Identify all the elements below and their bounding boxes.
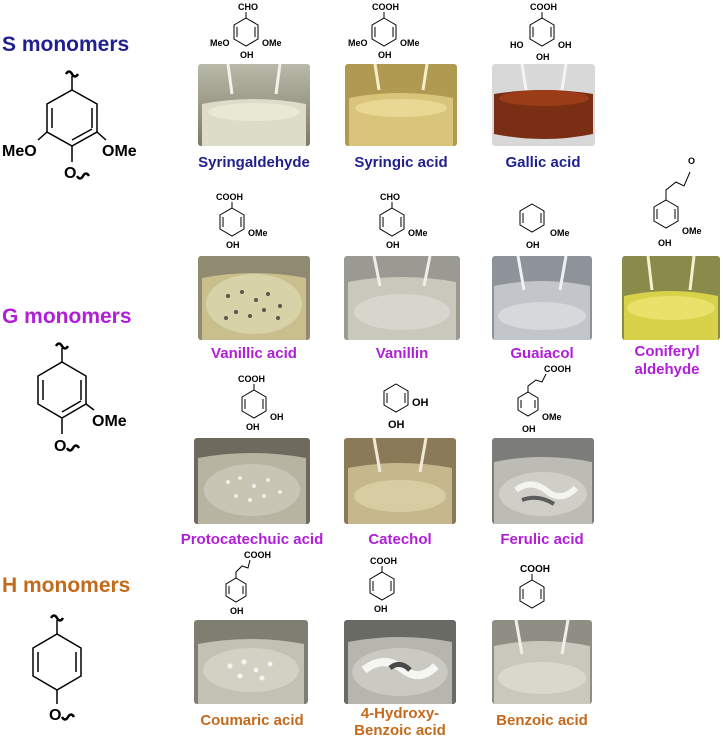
vanillin-caption: Vanillin [375, 345, 429, 362]
s-monomer-structure: MeO OMe O [0, 60, 150, 190]
svg-text:OMe: OMe [248, 228, 268, 238]
svg-text:COOH: COOH [520, 564, 550, 575]
coniferyl-aldehyde-structure: O OMe OH [648, 150, 723, 250]
benzoic-acid-structure: COOH [514, 562, 594, 618]
vanillic-acid-flask-photo [198, 256, 310, 340]
svg-text:COOH: COOH [370, 556, 397, 566]
hydroxybenzoic-acid-structure: COOH OH [366, 554, 446, 620]
hydroxybenzoic-acid-flask-photo [344, 620, 456, 704]
gallic-acid-flask-photo [492, 64, 595, 146]
ferulic-acid-structure: COOH OMe OH [514, 362, 594, 438]
protocatechuic-acid-structure: COOH OH OH [236, 372, 316, 436]
coniferyl-aldehyde-caption-line2: aldehyde [634, 361, 700, 378]
vanillin-structure: CHO OMe OH [376, 190, 456, 254]
svg-text:OH: OH [558, 40, 572, 50]
gallic-acid-structure: COOH HO OH OH [500, 0, 580, 64]
svg-text:OH: OH [536, 52, 550, 62]
coumaric-acid-caption: Coumaric acid [200, 712, 304, 729]
svg-text:OH: OH [658, 238, 672, 248]
s-monomers-heading: S monomers [2, 33, 130, 56]
svg-text:OH: OH [246, 422, 260, 432]
svg-text:O: O [688, 156, 695, 166]
s-monomer-ome-label: OMe [102, 143, 137, 160]
syringaldehyde-flask-photo [198, 64, 310, 146]
syringic-acid-structure: COOH MeO OMe OH [346, 0, 426, 64]
svg-text:OH: OH [230, 606, 244, 616]
svg-text:OMe: OMe [408, 228, 428, 238]
syringic-acid-caption: Syringic acid [354, 154, 448, 171]
g-monomer-o-label: O [54, 438, 66, 455]
vanillic-acid-structure: COOH OMe OH [214, 190, 294, 254]
svg-text:OH: OH [388, 419, 405, 431]
guaiacol-flask-photo [492, 256, 592, 340]
coumaric-acid-structure: COOH OH [222, 548, 302, 620]
protocatechuic-acid-caption: Protocatechuic acid [180, 531, 324, 548]
svg-text:MeO: MeO [348, 38, 368, 48]
svg-text:OMe: OMe [400, 38, 420, 48]
svg-text:COOH: COOH [544, 364, 571, 374]
svg-text:OH: OH [378, 50, 392, 60]
svg-text:COOH: COOH [216, 192, 243, 202]
coniferyl-aldehyde-caption-line1: Coniferyl [634, 343, 700, 360]
syringaldehyde-caption: Syringaldehyde [198, 154, 310, 171]
catechol-caption: Catechol [368, 531, 432, 548]
svg-text:COOH: COOH [238, 374, 265, 384]
g-monomer-structure: OMe O [10, 338, 150, 463]
svg-text:OH: OH [374, 604, 388, 614]
svg-text:OH: OH [240, 50, 254, 60]
svg-text:OMe: OMe [542, 412, 562, 422]
svg-text:COOH: COOH [372, 2, 399, 12]
catechol-structure: OH OH [378, 378, 458, 438]
h-monomer-o-label: O [49, 707, 61, 724]
svg-text:HO: HO [510, 40, 524, 50]
ferulic-acid-caption: Ferulic acid [500, 531, 584, 548]
catechol-flask-photo [344, 438, 456, 524]
svg-text:OH: OH [270, 412, 284, 422]
svg-text:OH: OH [226, 240, 240, 250]
svg-text:MeO: MeO [210, 38, 230, 48]
syringic-acid-flask-photo [345, 64, 457, 146]
h-monomer-structure: O [10, 610, 130, 735]
svg-text:OMe: OMe [550, 228, 570, 238]
svg-text:OH: OH [412, 397, 429, 409]
coumaric-acid-flask-photo [194, 620, 308, 704]
s-monomer-o-label: O [64, 165, 76, 182]
svg-text:OH: OH [522, 424, 536, 434]
g-monomers-heading: G monomers [2, 305, 132, 328]
svg-text:CHO: CHO [238, 2, 258, 12]
syringaldehyde-structure: CHO MeO OMe OH [208, 0, 288, 64]
svg-text:OH: OH [526, 240, 540, 250]
guaiacol-structure: OMe OH [516, 200, 596, 256]
svg-text:OMe: OMe [682, 226, 702, 236]
gallic-acid-caption: Gallic acid [505, 154, 581, 171]
svg-text:OMe: OMe [262, 38, 282, 48]
vanillin-flask-photo [344, 256, 460, 340]
guaiacol-caption: Guaiacol [510, 345, 574, 362]
ferulic-acid-flask-photo [492, 438, 594, 524]
h-monomers-heading: H monomers [2, 574, 131, 597]
svg-text:COOH: COOH [244, 550, 271, 560]
svg-text:OH: OH [386, 240, 400, 250]
hydroxybenzoic-acid-caption-line1: 4-Hydroxy- [360, 705, 440, 722]
svg-text:CHO: CHO [380, 192, 400, 202]
protocatechuic-acid-flask-photo [194, 438, 310, 524]
svg-text:COOH: COOH [530, 2, 557, 12]
benzoic-acid-caption: Benzoic acid [496, 712, 588, 729]
benzoic-acid-flask-photo [492, 620, 592, 704]
coniferyl-aldehyde-flask-photo [622, 256, 720, 340]
g-monomer-ome-label: OMe [92, 413, 127, 430]
s-monomer-meo-label: MeO [2, 143, 37, 160]
vanillic-acid-caption: Vanillic acid [211, 345, 297, 362]
hydroxybenzoic-acid-caption-line2: Benzoic acid [354, 722, 446, 739]
